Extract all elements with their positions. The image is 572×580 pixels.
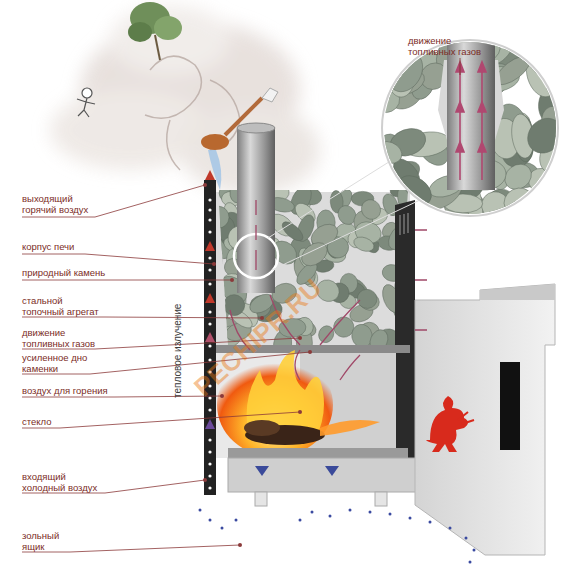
stone xyxy=(499,183,538,220)
part-label: корпус печи xyxy=(22,242,132,253)
chimney-pipe xyxy=(237,128,275,293)
dragon xyxy=(426,396,468,452)
stone xyxy=(316,324,336,345)
stone xyxy=(372,138,405,167)
leader-lines xyxy=(22,185,310,552)
stone xyxy=(521,111,570,160)
part-label: природный камень xyxy=(22,268,132,279)
stone xyxy=(352,234,376,254)
part-label: стекло xyxy=(22,417,82,428)
small-figure xyxy=(77,88,95,117)
steam-figure xyxy=(145,56,240,170)
part-label: воздух для горения xyxy=(22,386,132,397)
glass xyxy=(500,362,520,450)
stone xyxy=(393,170,438,212)
stone xyxy=(355,287,380,311)
stone xyxy=(378,45,412,73)
fire-tunnel xyxy=(415,284,555,555)
stone xyxy=(521,49,562,101)
steam-cloud xyxy=(50,5,320,195)
zoom-detail xyxy=(268,20,572,270)
part-label: стальной топочный агрегат xyxy=(22,296,104,317)
callout-label: движение топливных газов xyxy=(408,36,492,57)
part-label: зольный ящик xyxy=(22,531,72,552)
grate xyxy=(228,448,408,458)
part-label: выходящий горячий воздух xyxy=(22,194,102,215)
heat-radiation-bar xyxy=(204,170,216,495)
stone-heap xyxy=(201,172,418,359)
air-dots xyxy=(199,509,476,564)
stone xyxy=(207,206,229,229)
stone xyxy=(524,189,564,229)
vertical-label: тепловое излучение xyxy=(172,304,183,398)
part-label: усиленное дно каменки xyxy=(22,353,94,374)
ash-box xyxy=(228,458,423,492)
firebox xyxy=(216,350,423,506)
part-label: входящий холодный воздух xyxy=(22,472,106,493)
birch-leaves xyxy=(128,2,182,60)
stone xyxy=(220,291,248,319)
stone xyxy=(205,253,225,279)
stone xyxy=(297,238,331,271)
part-label: движение топливных газов xyxy=(22,328,102,349)
